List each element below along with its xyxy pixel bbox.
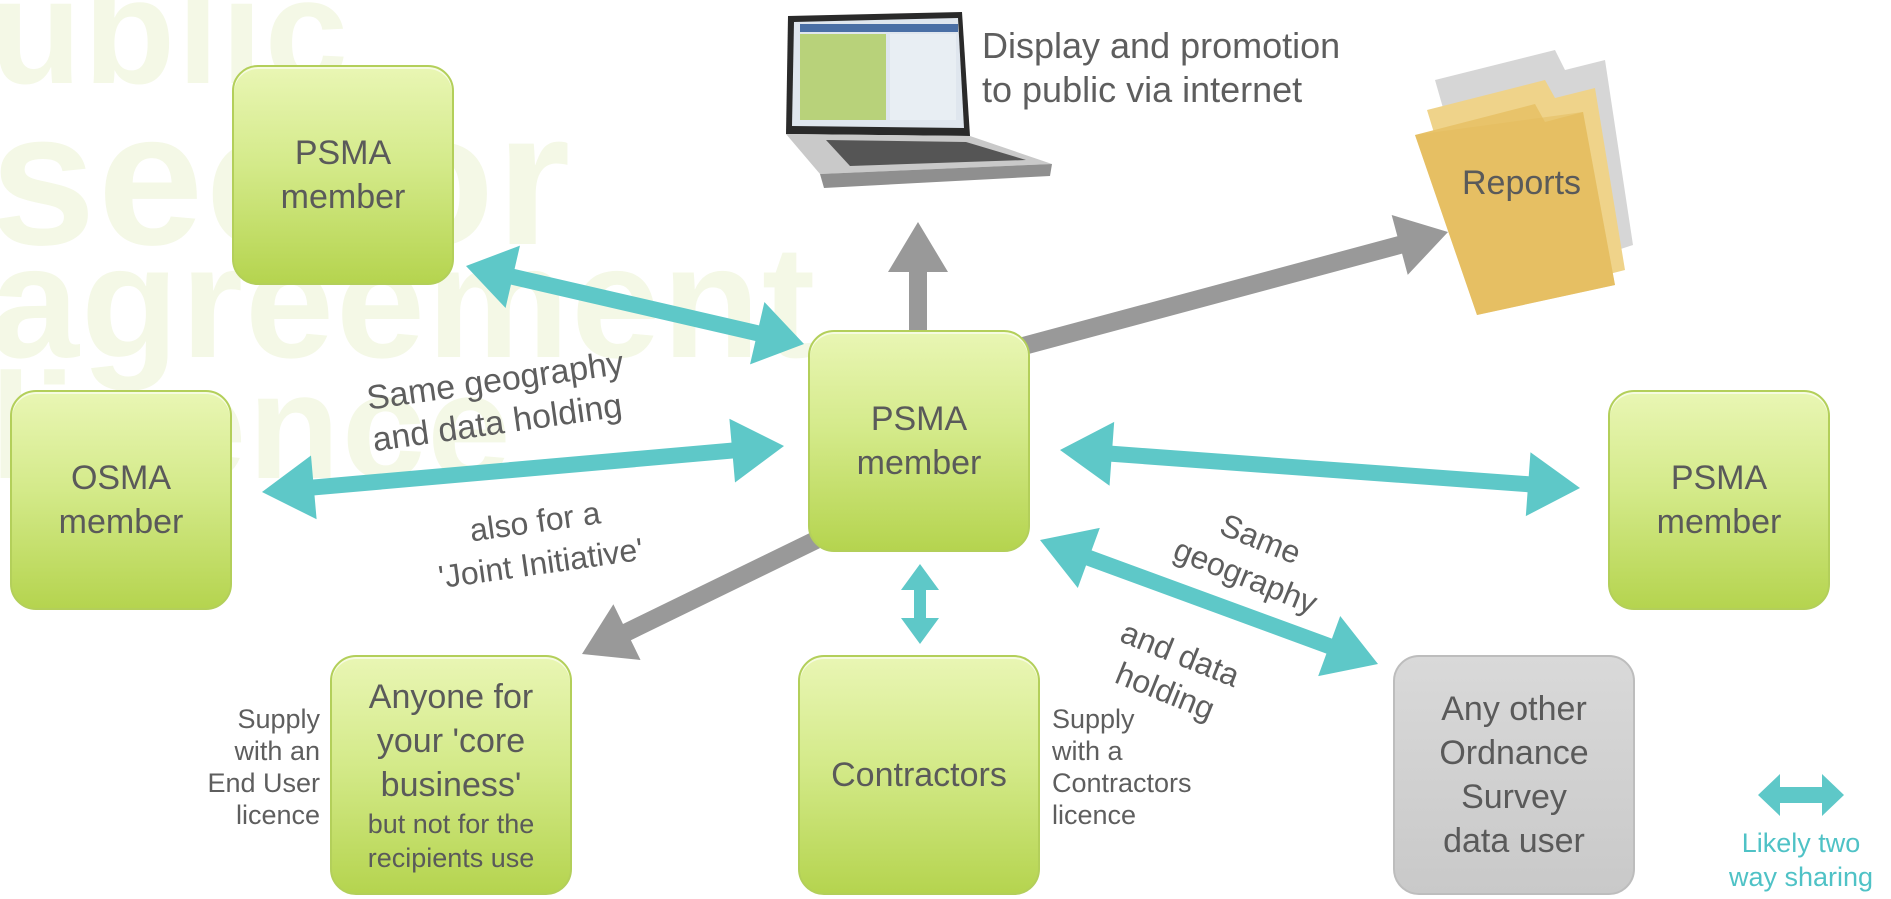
box-line: Contractors xyxy=(831,756,1007,794)
box-line: but not for the xyxy=(367,809,535,839)
box-line: member xyxy=(280,178,406,216)
osma-member-box: OSMA member xyxy=(10,390,232,610)
arrow-to-internet xyxy=(888,222,948,330)
supply-end-user-label: Supply with an End User licence xyxy=(170,703,320,831)
box-line: business' xyxy=(380,766,522,804)
arrow-center-contractors xyxy=(901,564,939,644)
box-line: member xyxy=(1656,503,1782,541)
box-line: Anyone for xyxy=(368,678,534,716)
box-line: your 'core xyxy=(376,722,526,760)
box-line: member xyxy=(856,444,982,482)
label-line: licence xyxy=(235,800,320,830)
reports-label: Reports xyxy=(1462,164,1582,202)
box-line: member xyxy=(58,503,184,541)
box-line: PSMA xyxy=(870,400,968,438)
label-line: licence xyxy=(1052,800,1137,830)
label-line: to public via internet xyxy=(982,69,1303,110)
laptop-icon xyxy=(786,12,1052,188)
label-line: with an xyxy=(234,736,320,766)
label-line: Display and promotion xyxy=(982,25,1341,66)
label-line: with a xyxy=(1052,736,1123,766)
arrow-center-right xyxy=(1060,421,1580,517)
psma-member-right-box: PSMA member xyxy=(1608,390,1830,610)
box-line: recipients use xyxy=(367,843,535,873)
arrow-center-osma xyxy=(262,418,784,520)
arrow-center-topleft xyxy=(466,245,805,365)
box-line: OSMA xyxy=(70,459,172,497)
contractors-box: Contractors xyxy=(798,655,1040,895)
label-line: way sharing xyxy=(1728,862,1874,892)
folder-icon xyxy=(1415,50,1633,315)
box-line: Ordnance xyxy=(1439,734,1589,772)
box-line: PSMA xyxy=(1670,459,1768,497)
box-line: Survey xyxy=(1461,778,1567,816)
arrow-to-anyone xyxy=(582,531,820,660)
psma-member-center-box: PSMA member xyxy=(808,330,1030,552)
other-os-data-user-box: Any other Ordnance Survey data user xyxy=(1393,655,1635,895)
supply-contractors-label: Supply with a Contractors licence xyxy=(1052,703,1192,831)
legend-two-way-arrow-icon xyxy=(1758,774,1844,816)
label-line: Contractors xyxy=(1052,768,1192,798)
label-line: Likely two xyxy=(1741,828,1861,858)
box-line: data user xyxy=(1443,822,1585,860)
psma-member-top-left-box: PSMA member xyxy=(232,65,454,285)
label-line: Supply xyxy=(237,704,320,734)
box-line: Any other xyxy=(1441,690,1587,728)
arrow-to-reports xyxy=(1013,215,1449,357)
arrow-center-otheruser xyxy=(1040,527,1378,677)
legend-label: Likely two way sharing xyxy=(1726,826,1876,894)
box-line: PSMA xyxy=(294,134,392,172)
anyone-core-business-box: Anyone for your 'core business' but not … xyxy=(330,655,572,895)
label-line: Supply xyxy=(1052,704,1135,734)
label-line: End User xyxy=(207,768,320,798)
display-promotion-label: Display and promotion to public via inte… xyxy=(982,24,1340,112)
